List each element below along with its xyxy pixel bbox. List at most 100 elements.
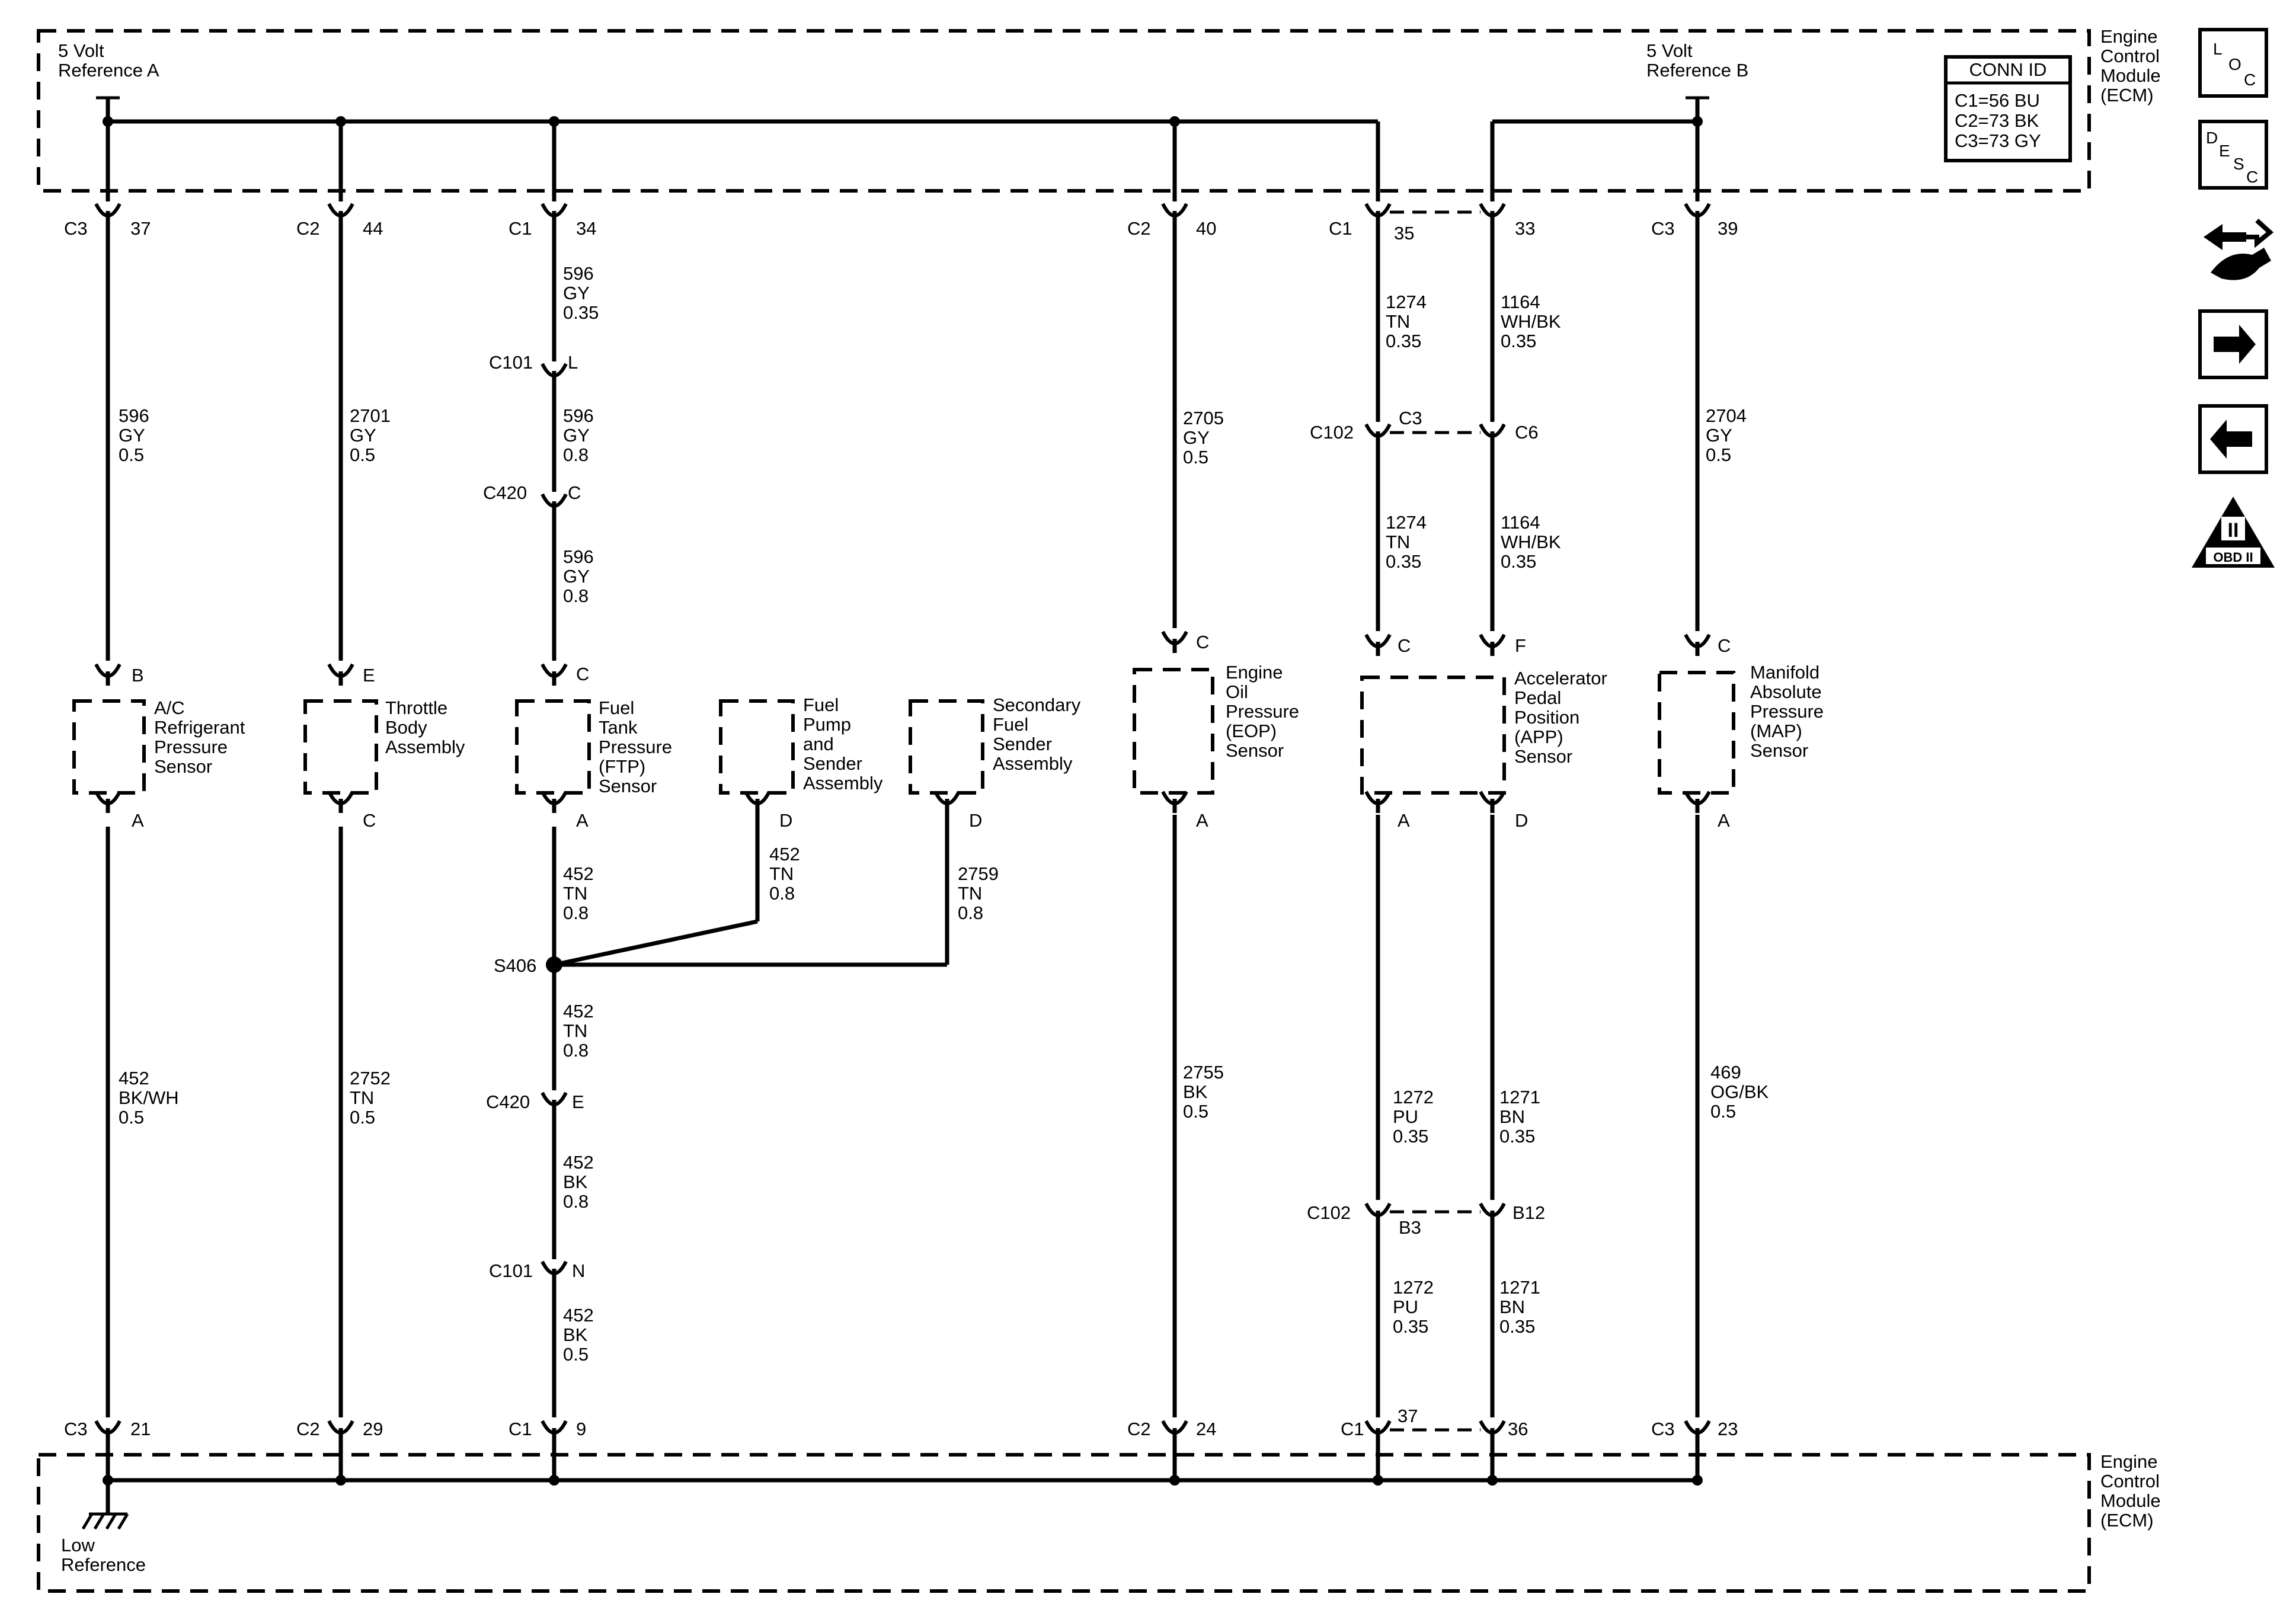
connector-id-c1-34: C1 — [509, 218, 532, 239]
ecm-top-box — [37, 29, 2091, 193]
wire-label-w4-line-2: GY — [563, 425, 590, 446]
component-pin-bottom-5 — [933, 790, 961, 813]
component-box-ac — [72, 699, 146, 795]
component-label-map-line-3: Pressure — [1750, 701, 1824, 722]
component-pin-top-5 — [1364, 633, 1392, 656]
loc-icon[interactable]: L O C — [2198, 28, 2268, 98]
component-label-ac-line-4: Sensor — [154, 756, 212, 777]
conn-id-line-2: C2=73 BK — [1955, 110, 2039, 131]
connector-id-c102-c3: C102 — [1310, 422, 1354, 443]
ecm-top-label-line-4: (ECM) — [2100, 85, 2154, 105]
component-label-app-line-5: Sensor — [1514, 746, 1572, 767]
conn-id-box: CONN ID C1=56 BU C2=73 BK C3=73 GY — [1944, 55, 2072, 162]
connector-id-c2-44: C2 — [296, 218, 320, 239]
conn-id-line-3: C3=73 GY — [1955, 130, 2041, 151]
component-label-ftp-line-3: Pressure — [599, 737, 672, 757]
component-label-eop-line-2: Oil — [1226, 681, 1248, 702]
component-pin-top-7 — [1684, 633, 1711, 656]
wrench-arrows-icon[interactable] — [2204, 219, 2274, 280]
conn-id-title: CONN ID — [1969, 59, 2047, 80]
pin-number-app-c: C — [1398, 635, 1411, 656]
obd-ii-icon[interactable]: II OBD II — [2192, 497, 2275, 568]
component-pin-top-1 — [94, 663, 121, 686]
wire-labels: 596GY0.52701GY0.5596GY0.35596GY0.8596GY0… — [119, 263, 1769, 1365]
wire-segments — [105, 121, 1700, 1480]
arrow-right-icon[interactable] — [2198, 309, 2268, 379]
component-label-fp-line-1: Fuel — [803, 694, 839, 715]
component-label-fp-line-4: Sender — [803, 753, 862, 774]
svg-text:E: E — [2219, 142, 2230, 160]
component-label-tb-line-3: Assembly — [385, 737, 465, 757]
wire-label-w19-line-1: 452 — [563, 1305, 594, 1326]
pin-number-eop-a: A — [1196, 810, 1208, 831]
wire-label-w20-line-1: 2755 — [1183, 1062, 1224, 1083]
pin-number-c3-39: 39 — [1718, 218, 1738, 239]
component-box-ftp — [515, 699, 591, 795]
wire-label-w17-line-1: 452 — [563, 1001, 594, 1022]
wire-label-w12-line-3: 0.5 — [119, 1107, 144, 1128]
wire-label-w21-line-2: PU — [1393, 1106, 1418, 1127]
connector-bottom-4 — [1161, 1420, 1188, 1442]
pin-number-c1-37: 37 — [1398, 1406, 1418, 1426]
pin-number-ftp-c: C — [576, 664, 589, 684]
wire-label-w6-line-2: GY — [1183, 427, 1210, 448]
wire-label-w12-line-2: BK/WH — [119, 1087, 179, 1108]
wire-label-w13-line-1: 2752 — [350, 1068, 391, 1089]
connector-bottom-6 — [1479, 1420, 1506, 1442]
pin-number-c420-c: C — [568, 482, 581, 503]
wire-label-w25-line-1: 469 — [1710, 1062, 1741, 1083]
pin-number-c102-b12: B12 — [1512, 1202, 1545, 1223]
wire-label-w22-line-3: 0.35 — [1499, 1126, 1535, 1147]
connector-top-3 — [541, 203, 568, 225]
component-pin-bottom-8 — [1479, 790, 1506, 813]
component-label-app-line-4: (APP) — [1514, 726, 1563, 747]
connector-inline-5 — [541, 1092, 568, 1114]
component-label-ftp-line-2: Tank — [599, 717, 638, 738]
wire-label-w7-line-3: 0.35 — [1386, 331, 1421, 351]
component-label-ftp-line-5: Sensor — [599, 776, 657, 796]
wire-label-w5-line-1: 596 — [563, 546, 594, 567]
connector-id-c1-37: C1 — [1341, 1419, 1364, 1439]
component-label-ftp-line-1: Fuel — [599, 697, 634, 718]
connector-id-c420-e: C420 — [486, 1092, 530, 1112]
connector-bottom-2 — [327, 1420, 354, 1442]
component-label-app-line-1: Accelerator — [1514, 668, 1607, 689]
pin-number-eop-c: C — [1196, 632, 1209, 652]
component-pin-bottom-3 — [541, 790, 568, 813]
wire-label-w6-line-1: 2705 — [1183, 408, 1224, 428]
arrow-left-icon[interactable] — [2198, 404, 2268, 474]
connector-bottom-1 — [94, 1420, 121, 1442]
connector-id-s406: S406 — [494, 955, 536, 976]
ref-b-line-2: Reference B — [1646, 60, 1748, 81]
component-pin-bottom-9 — [1684, 790, 1711, 813]
component-box-map — [1658, 671, 1735, 795]
component-label-sf-line-2: Fuel — [993, 714, 1028, 735]
pin-number-c3-37: 37 — [130, 218, 151, 239]
ecm-top-label-line-3: Module — [2100, 65, 2161, 86]
wire-label-w22-line-2: BN — [1499, 1106, 1525, 1127]
wire-label-w10-line-3: 0.35 — [1501, 551, 1536, 572]
connector-inline-2 — [541, 493, 568, 516]
wire-label-w15-line-1: 452 — [769, 844, 800, 865]
connector-id-c3-37: C3 — [64, 218, 88, 239]
component-pin-top-3 — [541, 663, 568, 686]
pin-number-c1-9: 9 — [576, 1419, 586, 1439]
component-label-ftp-line-4: (FTP) — [599, 756, 645, 777]
component-pin-bottom-1 — [94, 790, 121, 813]
low-ref-line-2: Reference — [61, 1554, 146, 1575]
desc-icon[interactable]: D E S C — [2198, 120, 2268, 190]
component-box-fp — [719, 699, 795, 795]
wire-label-w24-line-1: 1271 — [1499, 1277, 1540, 1298]
connector-id-c3-23: C3 — [1651, 1419, 1675, 1439]
wire-label-w13-line-3: 0.5 — [350, 1107, 375, 1128]
pin-number-app-a: A — [1398, 810, 1410, 831]
wire-label-w3-line-3: 0.35 — [563, 302, 599, 323]
component-label-map-line-5: Sensor — [1750, 740, 1808, 761]
connector-top-5 — [1364, 203, 1392, 225]
component-boxes: A/CRefrigerantPressureSensorThrottleBody… — [72, 662, 1824, 796]
svg-text:S: S — [2233, 155, 2244, 173]
wire-label-w21-line-1: 1272 — [1393, 1087, 1434, 1108]
connector-top-6 — [1479, 203, 1506, 225]
wire-label-w16-line-2: TN — [958, 883, 982, 904]
